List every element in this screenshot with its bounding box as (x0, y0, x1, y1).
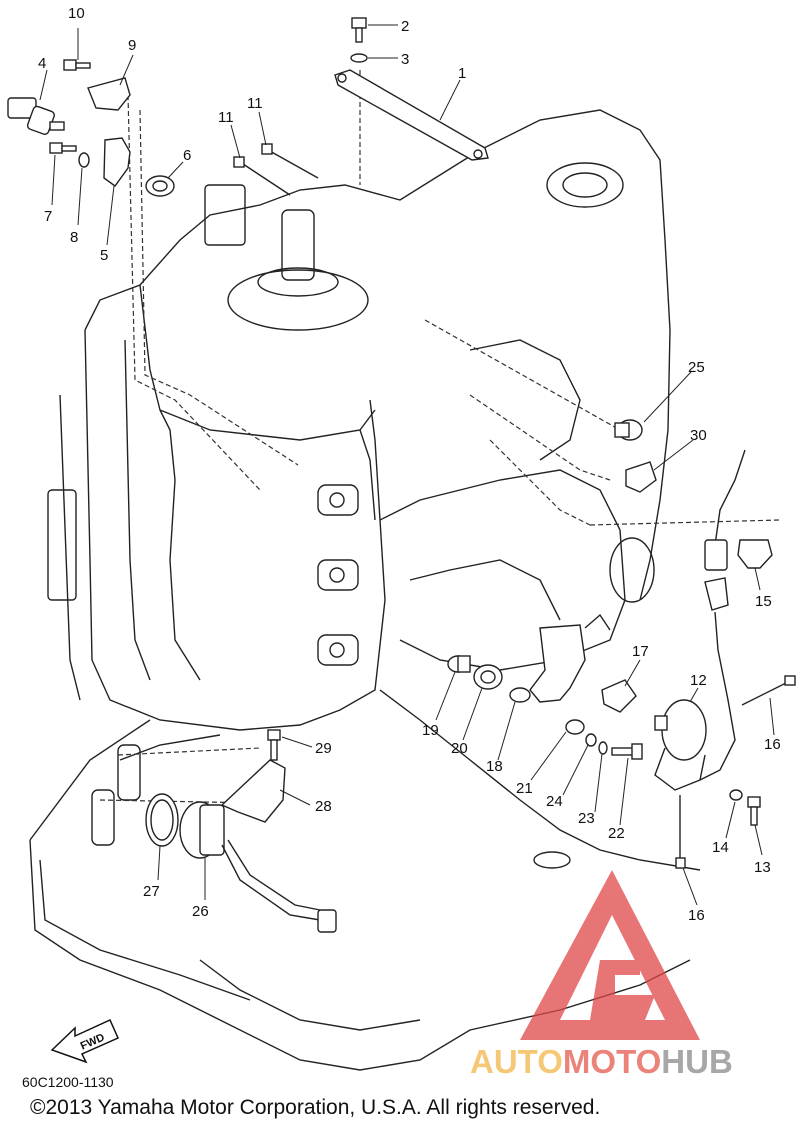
logo-moto: MOTO (563, 1043, 661, 1080)
part-2-bolt (351, 17, 367, 43)
callout-9: 9 (128, 37, 136, 54)
part-10-screw (63, 59, 91, 71)
leader-lines (39, 24, 775, 906)
callout-14: 14 (712, 839, 729, 856)
part-17-connector (601, 679, 637, 713)
callout-18: 18 (486, 758, 503, 775)
copyright-notice: ©2013 Yamaha Motor Corporation, U.S.A. A… (30, 1096, 601, 1119)
part-15-holder (737, 539, 773, 569)
callout-23: 23 (578, 810, 595, 827)
part-13-screw (747, 796, 761, 826)
bottom-cowling (29, 689, 701, 1071)
part-28-bracket (220, 759, 286, 823)
wire-harness (699, 449, 746, 781)
part-24-washer (585, 733, 597, 747)
callout-20: 20 (451, 740, 468, 757)
callout-19: 19 (422, 722, 439, 739)
logo-hub: HUB (661, 1043, 733, 1080)
svg-text:AUTOMOTOHUB: AUTOMOTOHUB (470, 1043, 733, 1080)
part-21-collar (565, 719, 585, 735)
callout-22: 22 (608, 825, 625, 842)
callout-numbers: 1 2 3 4 5 6 7 8 9 10 11 11 12 13 14 15 1… (38, 5, 781, 924)
callout-24: 24 (546, 793, 563, 810)
callout-7: 7 (44, 208, 52, 225)
callout-16a: 16 (764, 736, 781, 753)
callout-30: 30 (690, 427, 707, 444)
callout-2: 2 (401, 18, 409, 35)
part-27-o-ring (145, 793, 179, 847)
diagram-code: 60C1200-1130 (22, 1074, 114, 1090)
routing-lines (99, 70, 781, 804)
part-14-washer (729, 789, 743, 801)
callout-10: 10 (68, 5, 85, 22)
part-19-bushing (447, 655, 471, 673)
part-26-harness-plug (179, 801, 337, 933)
callout-21: 21 (516, 780, 533, 797)
callout-15: 15 (755, 593, 772, 610)
callout-17: 17 (632, 643, 649, 660)
part-22-bolt (611, 743, 643, 760)
part-11-cable-tie (233, 143, 319, 196)
callout-8: 8 (70, 229, 78, 246)
part-16-cable-tie (675, 675, 796, 869)
callout-12: 12 (690, 672, 707, 689)
callout-16b: 16 (688, 907, 705, 924)
part-7-bolt (49, 142, 77, 154)
part-12-sensor (654, 699, 707, 791)
callout-4: 4 (38, 55, 46, 72)
part-29-bolt (267, 729, 281, 761)
callout-5: 5 (100, 247, 108, 264)
logo-auto: AUTO (470, 1043, 563, 1080)
callout-6: 6 (183, 147, 191, 164)
callout-29: 29 (315, 740, 332, 757)
part-18-bracket (509, 613, 611, 703)
callout-3: 3 (401, 51, 409, 68)
part-23-washer (598, 741, 608, 755)
part-3-washer (350, 53, 368, 63)
part-4-sensor (7, 97, 65, 135)
part-5-plate (103, 137, 131, 187)
part-6-grommet (145, 175, 175, 197)
fwd-arrow-icon: FWD (50, 1019, 119, 1064)
automotohub-logo: AUTOMOTOHUB (470, 870, 733, 1080)
part-20-grommet (473, 664, 503, 690)
part-25-switch (614, 419, 643, 441)
part-9-clamp (87, 77, 131, 111)
callout-25: 25 (688, 359, 705, 376)
part-1-bracket (334, 69, 489, 161)
part-30-clip (625, 461, 657, 493)
callout-13: 13 (754, 859, 771, 876)
callout-11a: 11 (218, 109, 234, 126)
part-8-washer (78, 152, 90, 168)
callout-1: 1 (458, 65, 466, 82)
callout-28: 28 (315, 798, 332, 815)
callout-11b: 11 (247, 95, 263, 112)
callout-27: 27 (143, 883, 160, 900)
callout-26: 26 (192, 903, 209, 920)
engine-block (47, 109, 671, 731)
